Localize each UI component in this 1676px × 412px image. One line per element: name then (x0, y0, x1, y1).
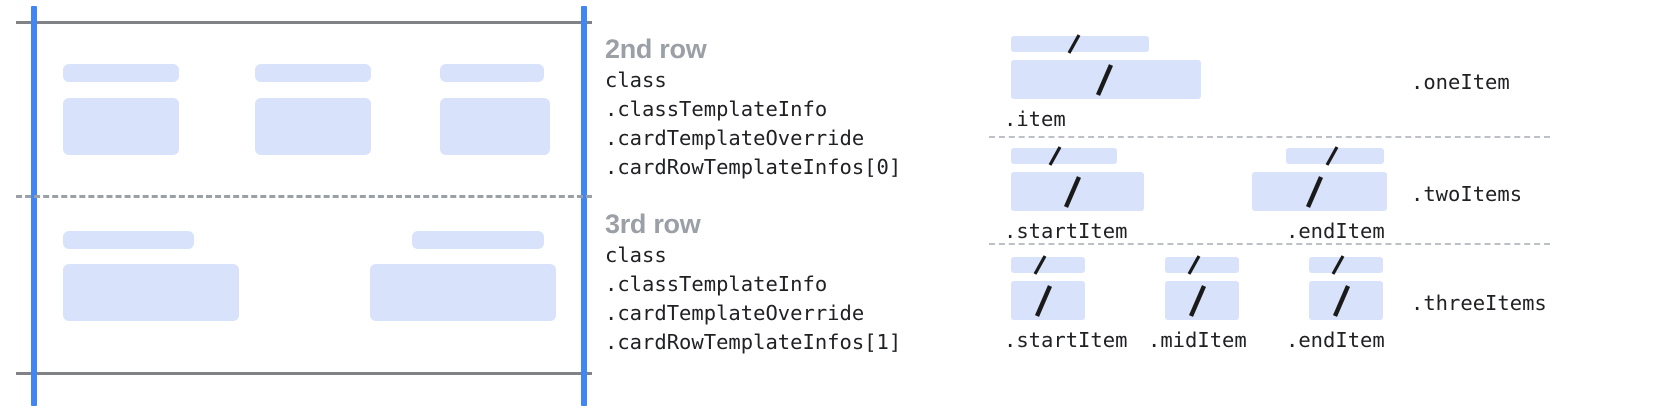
annotation-line-class: class (605, 243, 667, 267)
annotation-line-cardrowtemplateinfos: .cardRowTemplateInfos[0] (605, 155, 902, 179)
row3-cell2-label-chip (412, 231, 544, 249)
two-items-start-label: .startItem (1004, 219, 1128, 243)
two-items-end-top-chip (1286, 148, 1384, 164)
three-items-end-label: .endItem (1286, 328, 1385, 352)
two-items-group-label: .twoItems (1411, 182, 1523, 206)
annotation-line-classtemplateinfo: .classTemplateInfo (605, 97, 828, 121)
three-items-end-top-chip (1309, 257, 1383, 273)
three-items-mid-main-chip (1165, 281, 1239, 320)
annotation-line-cardtemplateoverride: .cardTemplateOverride (605, 301, 865, 325)
two-items-end-label: .endItem (1286, 219, 1385, 243)
annotation-title: 3rd row (605, 209, 701, 239)
three-items-mid-top-chip (1165, 257, 1239, 273)
annotation-second-row: 2nd row class .classTemplateInfo .cardTe… (605, 32, 901, 182)
card-bottom-rule (16, 372, 592, 375)
three-items-start-main-chip (1011, 281, 1085, 320)
card-left-guide (31, 6, 37, 406)
one-item-main-chip (1011, 60, 1201, 99)
variant-separator-2 (989, 243, 1550, 245)
row2-cell3-body-chip (440, 98, 550, 155)
row3-cell1-body-chip (63, 264, 239, 321)
row2-cell1-label-chip (63, 64, 179, 82)
row-separator-dashed (16, 195, 592, 198)
card-right-guide (581, 6, 587, 406)
row3-cell2-body-chip (370, 264, 556, 321)
annotation-title: 2nd row (605, 34, 707, 64)
annotation-third-row: 3rd row class .classTemplateInfo .cardTe… (605, 207, 901, 357)
two-items-end-main-chip (1252, 172, 1387, 211)
card-top-rule (16, 21, 592, 24)
row2-cell2-label-chip (255, 64, 371, 82)
row3-cell1-label-chip (63, 231, 194, 249)
two-items-start-top-chip (1011, 148, 1117, 164)
two-items-start-main-chip (1011, 172, 1144, 211)
three-items-group-label: .threeItems (1411, 291, 1547, 315)
three-items-mid-label: .midItem (1148, 328, 1247, 352)
variant-separator-1 (989, 136, 1550, 138)
annotation-line-class: class (605, 68, 667, 92)
annotation-line-classtemplateinfo: .classTemplateInfo (605, 272, 828, 296)
three-items-start-label: .startItem (1004, 328, 1128, 352)
three-items-end-main-chip (1309, 281, 1383, 320)
annotation-line-cardtemplateoverride: .cardTemplateOverride (605, 126, 865, 150)
annotation-line-cardrowtemplateinfos: .cardRowTemplateInfos[1] (605, 330, 902, 354)
row2-cell2-body-chip (255, 98, 371, 155)
one-item-group-label: .oneItem (1411, 70, 1510, 94)
one-item-top-chip (1011, 36, 1149, 52)
three-items-start-top-chip (1011, 257, 1085, 273)
row2-cell3-label-chip (440, 64, 544, 82)
row2-cell1-body-chip (63, 98, 179, 155)
one-item-cell-label: .item (1004, 107, 1066, 131)
